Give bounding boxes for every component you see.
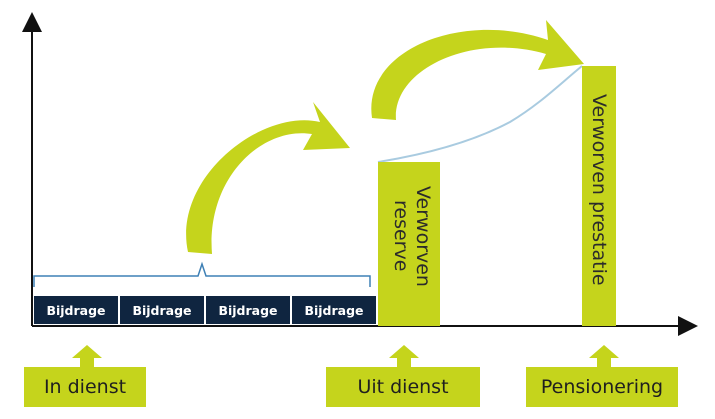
up-arrow-in-dienst-icon bbox=[72, 345, 102, 367]
growth-curve bbox=[377, 65, 583, 163]
contribution-block: Bijdrage bbox=[292, 296, 376, 324]
milestone-in-dienst: In dienst bbox=[24, 367, 146, 407]
contribution-block: Bijdrage bbox=[34, 296, 118, 324]
up-arrow-uit-dienst-icon bbox=[389, 345, 419, 367]
up-arrow-pensionering-icon bbox=[589, 345, 619, 367]
reserve-bar: Verworven reserve bbox=[378, 162, 440, 326]
reserve-bar-line2: reserve bbox=[390, 200, 412, 272]
milestone-uit-dienst: Uit dienst bbox=[326, 367, 480, 407]
curved-arrow-growth-icon bbox=[371, 20, 584, 120]
curved-arrow-transfer-icon bbox=[186, 102, 350, 254]
pension-bar: Verworven prestatie bbox=[582, 66, 616, 326]
contribution-block: Bijdrage bbox=[120, 296, 204, 324]
contribution-block: Bijdrage bbox=[206, 296, 290, 324]
reserve-bar-line1: Verworven bbox=[412, 186, 434, 287]
contributions-brace bbox=[33, 261, 371, 287]
milestone-pensionering: Pensionering bbox=[526, 367, 678, 407]
pension-bar-label: Verworven prestatie bbox=[588, 94, 610, 286]
